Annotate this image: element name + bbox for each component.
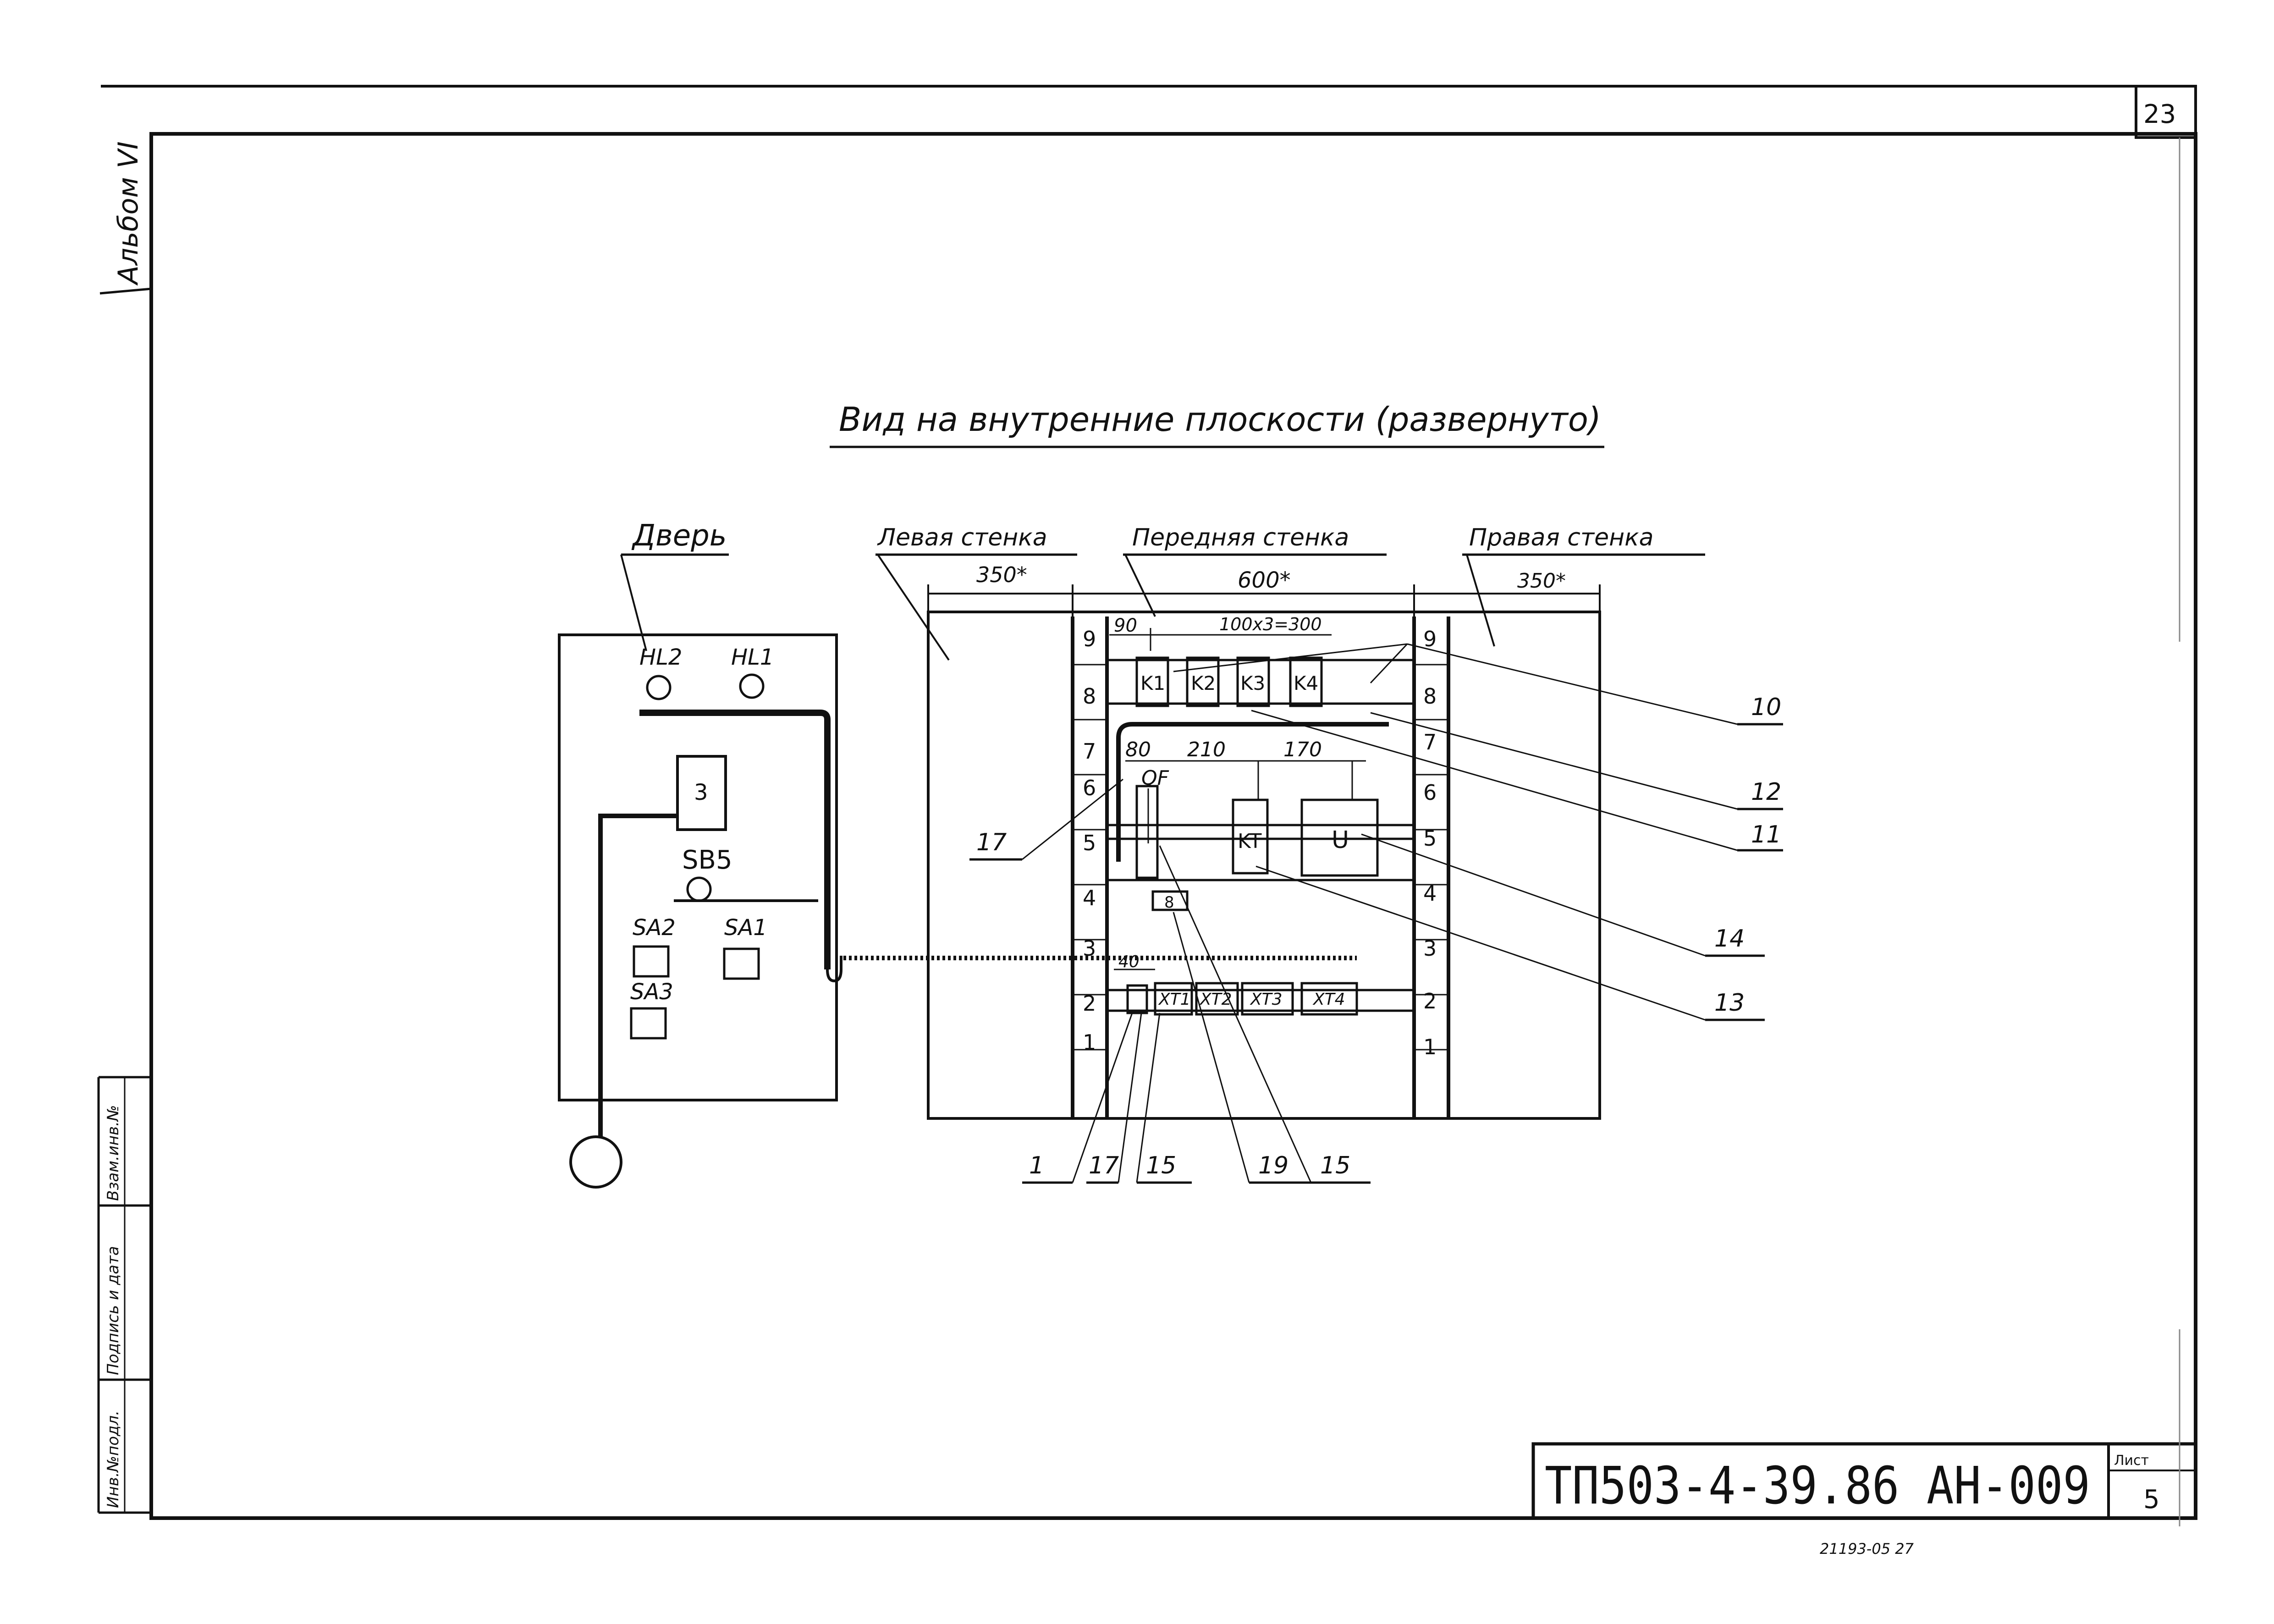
rail-left-2: 2 bbox=[1083, 991, 1096, 1016]
rail-left-5: 5 bbox=[1083, 831, 1096, 855]
rail-right-6: 6 bbox=[1423, 780, 1437, 805]
door-box3: 3 bbox=[694, 780, 708, 805]
callout-leaders bbox=[969, 643, 1783, 1184]
left-wall-label: Левая стенка bbox=[877, 524, 1047, 551]
unit-u: U bbox=[1332, 826, 1349, 854]
door-sa3: SA3 bbox=[630, 979, 673, 1005]
callout-17-bottom: 17 bbox=[1089, 1152, 1119, 1179]
callout-15-first: 15 bbox=[1146, 1152, 1176, 1179]
rail-right-3: 3 bbox=[1423, 936, 1437, 961]
relay-k2: K2 bbox=[1191, 672, 1216, 694]
callout-12: 12 bbox=[1751, 778, 1781, 806]
dim-front-wall: 600* bbox=[1238, 567, 1291, 593]
stamp-signature-date: Подпись и дата bbox=[104, 1246, 122, 1375]
front-wall-label: Передняя стенка bbox=[1132, 524, 1349, 551]
door-sa2: SA2 bbox=[633, 915, 676, 941]
terminal-xt2: XT2 bbox=[1199, 990, 1232, 1009]
callout-11: 11 bbox=[1751, 821, 1781, 848]
stamp-inv-no: Инв.№подл. bbox=[104, 1410, 122, 1508]
door-hl1: HL1 bbox=[731, 644, 774, 670]
rail-right-9: 9 bbox=[1423, 627, 1437, 651]
diagram-title: Вид на внутренние плоскости (развернуто) bbox=[839, 400, 1601, 439]
door-label: Дверь bbox=[631, 519, 727, 553]
door-sa1: SA1 bbox=[724, 915, 767, 941]
sheet-frame bbox=[97, 85, 2197, 1520]
drawing-code: ТП503-4-39.86 АН-009 bbox=[1545, 1456, 2090, 1516]
callout-1: 1 bbox=[1029, 1152, 1044, 1179]
relay-k4: K4 bbox=[1294, 672, 1318, 694]
sheet-number: 23 bbox=[2143, 99, 2176, 129]
right-wall-label: Правая стенка bbox=[1469, 524, 1653, 551]
rail-left-8: 8 bbox=[1083, 684, 1096, 709]
callout-10: 10 bbox=[1751, 694, 1781, 721]
rail-right bbox=[1412, 617, 1450, 1118]
rail-left-6: 6 bbox=[1083, 776, 1096, 800]
callout-19: 19 bbox=[1258, 1152, 1288, 1179]
door-panel: Дверь bbox=[558, 519, 1357, 1189]
breaker-qf: QF bbox=[1141, 766, 1169, 790]
rail-left-3: 3 bbox=[1083, 936, 1096, 961]
rail-right-8: 8 bbox=[1423, 684, 1437, 709]
rail-right-5: 5 bbox=[1423, 826, 1437, 851]
rail-left bbox=[1071, 617, 1109, 1118]
dim-40: 40 bbox=[1118, 952, 1140, 971]
terminal-xt1: XT1 bbox=[1158, 990, 1191, 1009]
timer-relay-kt: KT bbox=[1238, 830, 1261, 853]
rail-left-1: 1 bbox=[1083, 1030, 1096, 1055]
dim-90: 90 bbox=[1114, 615, 1137, 636]
box-8: 8 bbox=[1164, 893, 1174, 912]
dim-right-wall: 350* bbox=[1517, 569, 1566, 593]
sheet-index: 5 bbox=[2143, 1485, 2160, 1514]
terminal-xt4: XT4 bbox=[1312, 990, 1345, 1009]
callout-13: 13 bbox=[1714, 989, 1745, 1017]
rail-left-7: 7 bbox=[1083, 739, 1096, 764]
sheet-label: Лист bbox=[2114, 1453, 2149, 1469]
dim-210: 210 bbox=[1187, 738, 1226, 761]
bottom-stamp: 21193-05 27 bbox=[1820, 1540, 1914, 1558]
stamp-replace-inv: Взам.инв.№ bbox=[104, 1105, 122, 1201]
front-wall-equipment bbox=[1107, 628, 1414, 1016]
terminal-xt3: XT3 bbox=[1250, 990, 1283, 1009]
dim-170: 170 bbox=[1283, 738, 1322, 761]
rail-right-1: 1 bbox=[1423, 1035, 1437, 1059]
rail-left-9: 9 bbox=[1083, 627, 1096, 651]
relay-k1: K1 bbox=[1140, 672, 1165, 694]
callout-15-second: 15 bbox=[1320, 1152, 1350, 1179]
callout-14: 14 bbox=[1714, 925, 1745, 952]
dim-100x3: 100x3=300 bbox=[1219, 614, 1322, 634]
dim-left-wall: 350* bbox=[976, 562, 1027, 587]
callout-17-left: 17 bbox=[976, 829, 1007, 856]
door-hl2: HL2 bbox=[639, 644, 682, 670]
relay-k3: K3 bbox=[1240, 672, 1265, 694]
album-label: Альбом VI bbox=[112, 141, 144, 286]
door-sb5: SB5 bbox=[682, 845, 732, 875]
rail-left-4: 4 bbox=[1083, 886, 1096, 910]
rail-right-2: 2 bbox=[1423, 989, 1437, 1013]
dim-80: 80 bbox=[1125, 738, 1151, 761]
rail-right-4: 4 bbox=[1423, 881, 1437, 906]
rail-right-7: 7 bbox=[1423, 730, 1437, 754]
